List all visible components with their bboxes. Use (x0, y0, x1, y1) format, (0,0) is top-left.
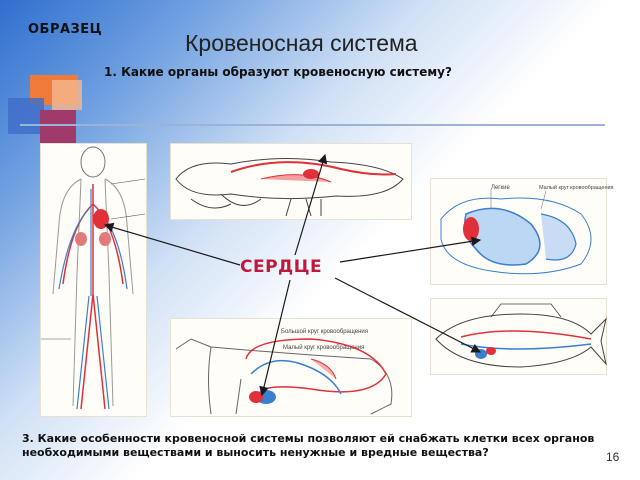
frog-label-small-circle: Малый круг кровообращения (539, 184, 614, 191)
arrow-to-human (103, 222, 241, 266)
fish-circulation-image (430, 298, 607, 375)
page-number: 16 (606, 450, 620, 464)
mammal-circulation-image: Большой круг кровообращения Малый круг к… (170, 318, 412, 417)
frog-circulation-image: Легкие Малый круг кровообращения (430, 178, 614, 285)
human-circulation-image (40, 143, 147, 417)
mammal-label-small-circle: Малый круг кровообращения (283, 344, 364, 351)
human-figure-drawing (41, 146, 146, 410)
arrow-to-mammal (259, 279, 291, 397)
decor-squares (0, 60, 90, 150)
mammal-label-big-circle: Большой круг кровообращения (281, 328, 368, 335)
question-1: 1. Какие органы образуют кровеносную сис… (104, 65, 452, 79)
frog-drawing: Легкие Малый круг кровообращения (440, 184, 614, 275)
crayfish-drawing (175, 157, 404, 217)
arrow-to-crayfish (294, 153, 328, 256)
crayfish-circulation-image (170, 143, 412, 220)
divider (20, 124, 605, 126)
arrow-to-fish (334, 277, 482, 353)
heart-label: СЕРДЦЕ (240, 257, 323, 277)
page-title: Кровеносная система (185, 30, 418, 56)
question-3: 3. Какие особенности кровеносной системы… (22, 432, 595, 459)
arrow-to-frog (339, 236, 482, 263)
sample-label: ОБРАЗЕЦ (28, 22, 103, 37)
frog-label-lungs: Легкие (491, 185, 510, 191)
